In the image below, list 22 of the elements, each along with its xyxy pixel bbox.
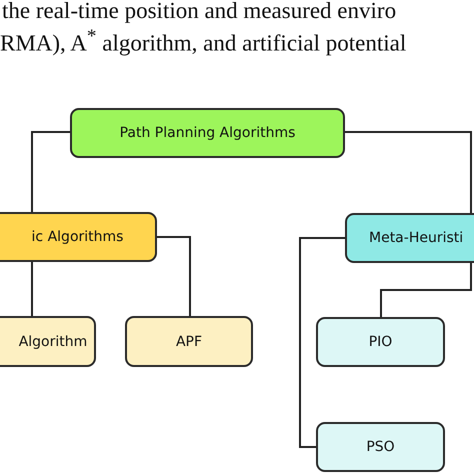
root-category-box — [70, 108, 345, 158]
box-label: APF — [176, 334, 202, 350]
connector-line — [157, 236, 191, 316]
connector-line — [345, 131, 472, 213]
connector-line — [299, 237, 345, 448]
algorithm-box — [316, 317, 445, 367]
algorithm-box — [316, 422, 445, 472]
body-text: RMA), A$^{*}$ algorithm, and artificial potential — [0, 26, 406, 57]
category-box — [345, 213, 474, 263]
box-label: PIO — [368, 334, 392, 350]
body-text: the real-time position and measured enviro — [2, 0, 396, 24]
category-box — [0, 212, 157, 262]
box-label: ic Algorithms — [32, 229, 124, 245]
algorithm-box — [0, 316, 96, 367]
connector-line — [380, 263, 472, 317]
algorithm-box — [125, 316, 253, 367]
connector-line — [31, 131, 70, 212]
connector-line — [31, 262, 33, 316]
box-label: Path Planning Algorithms — [120, 125, 296, 141]
box-label: PSO — [366, 439, 395, 455]
box-label: Meta-Heuristi — [369, 230, 464, 246]
box-label: Algorithm — [18, 334, 88, 350]
